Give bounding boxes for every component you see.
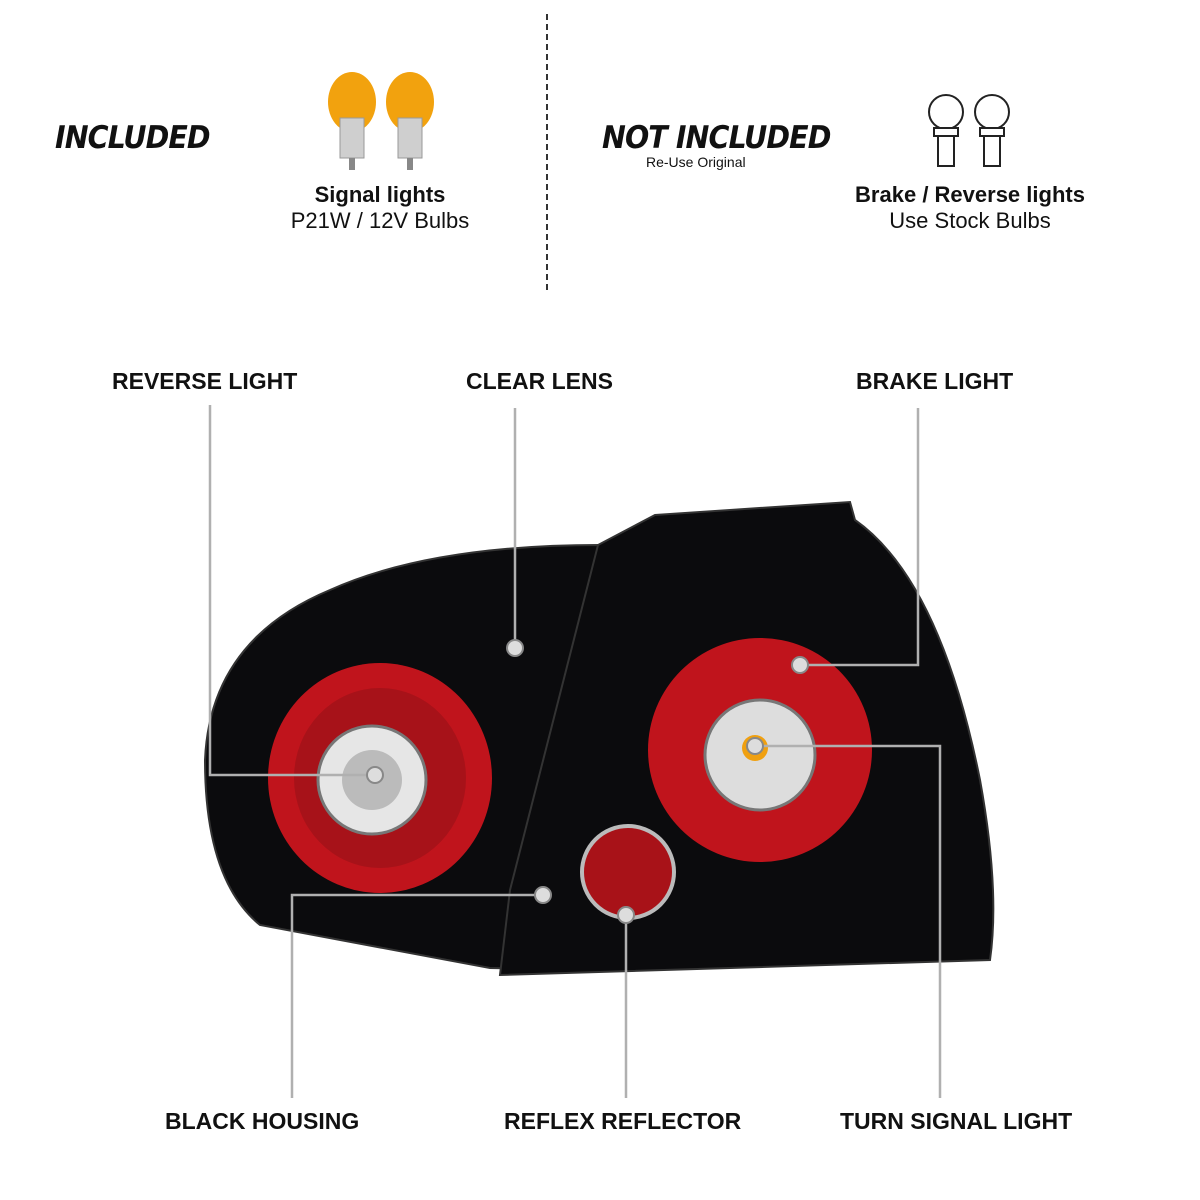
not-included-note: Re-Use Original bbox=[646, 154, 746, 170]
callout-turn-signal-light: TURN SIGNAL LIGHT bbox=[840, 1108, 1073, 1134]
callout-clear-lens: CLEAR LENS bbox=[466, 368, 613, 394]
outline-bulb-icon bbox=[928, 94, 1010, 167]
included-bulb-title: Signal lights bbox=[314, 182, 446, 207]
not-included-bulb-title: Brake / Reverse lights bbox=[855, 182, 1085, 207]
not-included-bulb-spec: Use Stock Bulbs bbox=[889, 208, 1051, 233]
included-bulb-spec: P21W / 12V Bulbs bbox=[290, 208, 470, 233]
not-included-heading: NOT INCLUDED bbox=[602, 120, 831, 156]
section-divider bbox=[546, 14, 548, 290]
amber-bulb-icon bbox=[328, 72, 434, 170]
callout-lines bbox=[208, 405, 942, 1098]
callout-black-housing: BLACK HOUSING bbox=[165, 1108, 360, 1134]
included-heading: INCLUDED bbox=[55, 120, 211, 156]
callout-brake-light: BRAKE LIGHT bbox=[856, 368, 1014, 394]
outer-tail-light bbox=[498, 500, 995, 977]
callout-reverse-light: REVERSE LIGHT bbox=[112, 368, 298, 394]
callout-reflex-reflector: REFLEX REFLECTOR bbox=[504, 1108, 742, 1134]
callout-dots bbox=[366, 639, 809, 924]
